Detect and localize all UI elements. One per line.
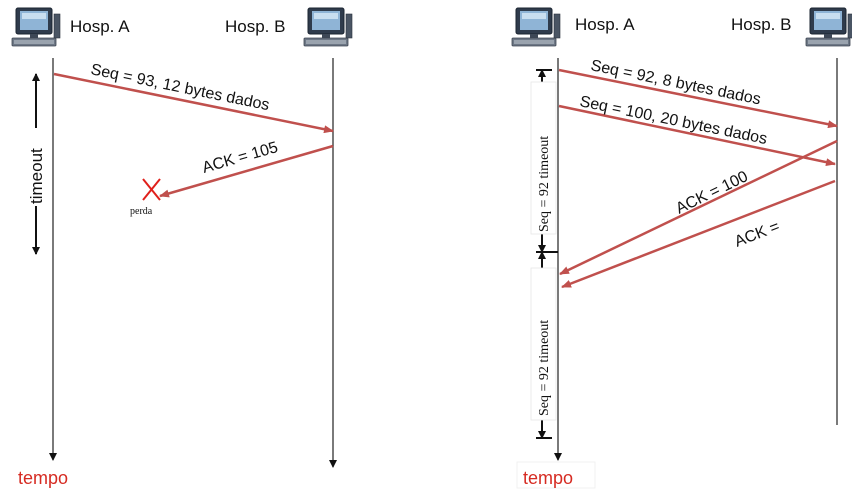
right-timeout1-label-bg <box>530 81 557 235</box>
left-seq-arrow <box>53 72 334 134</box>
left-ack-arrow <box>159 144 334 198</box>
left-host-a-label: Hosp. A <box>70 17 130 36</box>
right-seq2-arrow <box>558 104 836 167</box>
left-timeout-label-bg <box>27 128 45 206</box>
right-diagram: Hosp. A Hosp. B Seq = 92 timeout Seq = 9… <box>511 7 852 489</box>
left-time-label: tempo <box>18 468 68 488</box>
left-diagram: Hosp. A Hosp. B timeout Seq = 93, 12 byt… <box>11 7 353 488</box>
right-ack2-label: ACK = <box>732 218 782 251</box>
right-time-label-bg <box>516 461 596 489</box>
left-timeout-label: timeout <box>27 148 46 204</box>
left-ack-label: ACK = 105 <box>200 139 280 177</box>
right-seq1-arrow <box>558 68 838 129</box>
loss-x-icon <box>142 178 161 201</box>
right-timeout1-label: Seq = 92 timeout <box>537 136 552 232</box>
right-time-label: tempo <box>523 468 573 488</box>
right-ack1-label: ACK = 100 <box>673 168 750 217</box>
right-host-a-label: Hosp. A <box>575 15 635 34</box>
right-host-b-label: Hosp. B <box>731 15 791 34</box>
computer-icon <box>805 7 852 47</box>
computer-icon <box>303 7 353 47</box>
left-host-b-label: Hosp. B <box>225 17 285 36</box>
right-timeout2-label-bg <box>530 267 557 421</box>
right-ack1-arrow <box>559 139 838 276</box>
computer-icon <box>511 7 561 47</box>
right-timeout2-label: Seq = 92 timeout <box>537 320 552 416</box>
right-ack2-arrow <box>561 179 836 289</box>
computer-icon <box>11 7 61 47</box>
left-loss-label: perda <box>130 206 153 217</box>
